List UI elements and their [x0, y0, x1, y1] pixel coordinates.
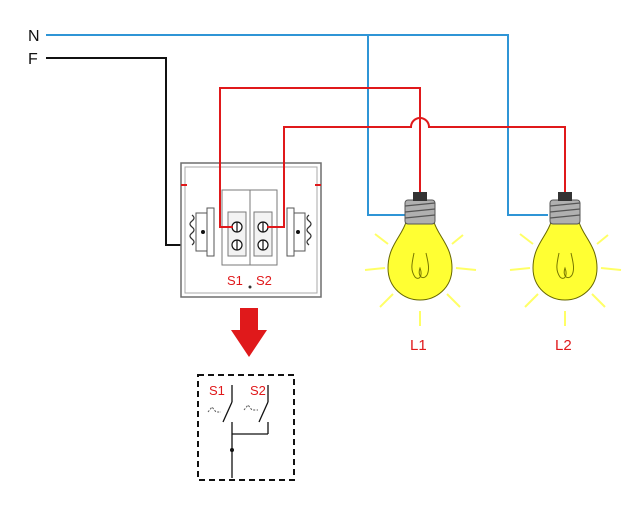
phase-label: F	[28, 51, 38, 68]
switch-s2-label: S2	[256, 273, 272, 288]
switched-wire-l1	[219, 87, 421, 228]
neutral-wire	[46, 34, 548, 216]
schematic-s1-label: S1	[209, 383, 225, 398]
terminal-s1-out	[231, 221, 243, 233]
double-switch: S1 S2	[180, 162, 322, 298]
lamp-l1-label: L1	[410, 337, 427, 354]
glow-rays-icon	[509, 233, 622, 326]
terminal-s2-out	[257, 221, 269, 233]
glow-rays-icon	[364, 233, 477, 326]
schematic-s2-label: S2	[250, 383, 266, 398]
terminal-s1-in	[231, 239, 243, 251]
switch-s1-label: S1	[227, 273, 243, 288]
lamp-l1: L1	[364, 192, 477, 354]
lamp-l2: L2	[509, 192, 622, 354]
left-bracket	[189, 207, 215, 257]
lamp-l2-label: L2	[555, 337, 572, 354]
switch-schematic: S1 S2	[197, 374, 295, 481]
switched-wire-l2	[267, 117, 566, 228]
neutral-label: N	[28, 28, 40, 45]
terminal-s2-in	[257, 239, 269, 251]
right-bracket	[286, 207, 312, 257]
down-arrow-icon	[231, 308, 267, 357]
